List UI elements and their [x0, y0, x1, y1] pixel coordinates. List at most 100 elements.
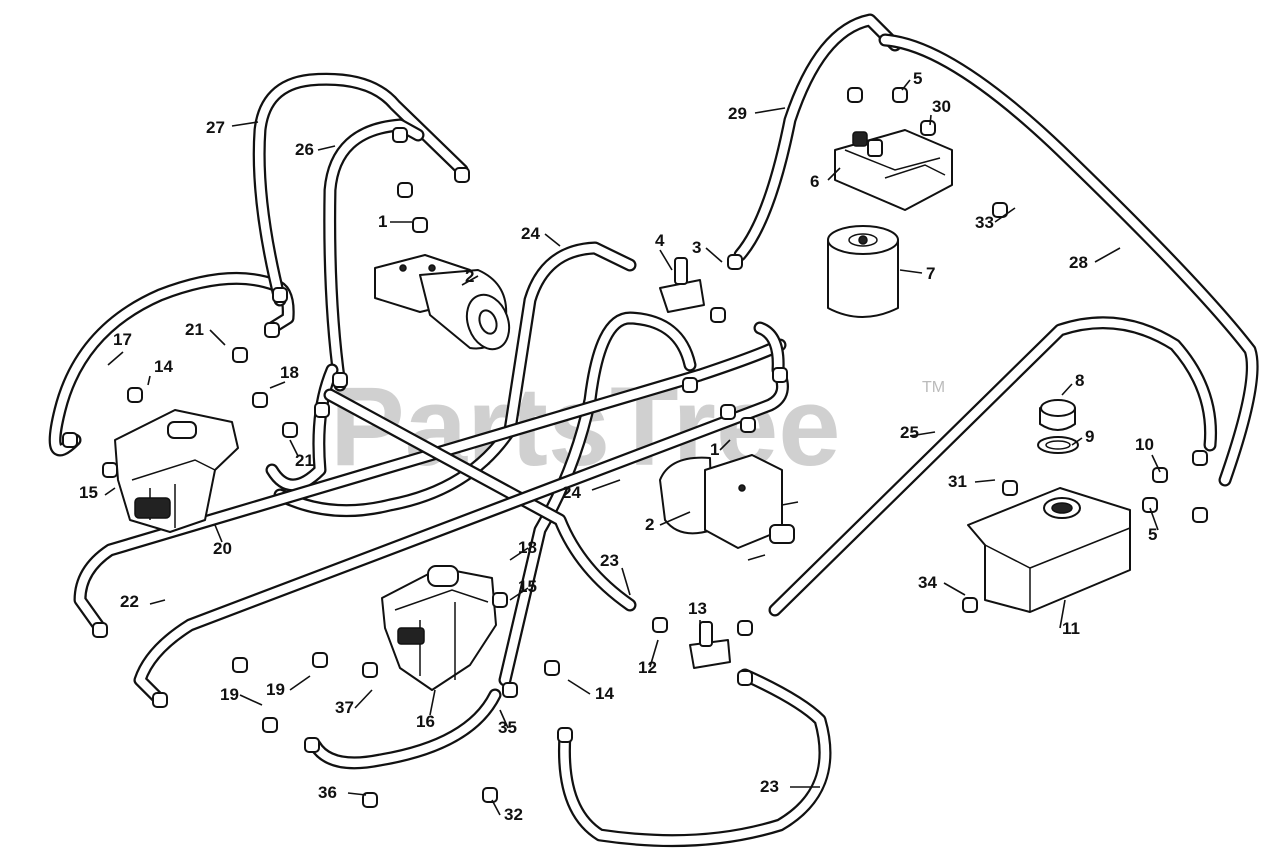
callout-8: 8 [1075, 371, 1084, 390]
tee-fitting-upper [659, 257, 705, 313]
fitting [454, 167, 470, 183]
fitting [332, 372, 348, 388]
fitting [92, 622, 108, 638]
leader-line [974, 479, 996, 483]
leader-line [107, 351, 124, 366]
leader-line [1061, 383, 1073, 396]
hose-interior [254, 75, 467, 305]
svg-text:TM: TM [922, 379, 945, 396]
fitting [392, 127, 408, 143]
hose-interior [135, 323, 787, 705]
leader-line [214, 524, 223, 543]
callout-25: 25 [900, 423, 919, 442]
fittings [62, 87, 1208, 808]
fitting [127, 387, 143, 403]
callout-32: 32 [504, 805, 523, 824]
leader-line [929, 114, 932, 126]
leader-line [901, 79, 911, 91]
fitting [102, 462, 118, 478]
leader-line [649, 639, 659, 668]
fitting [362, 792, 378, 808]
leader-line [347, 792, 367, 796]
fitting [492, 592, 508, 608]
fitting [312, 652, 328, 668]
components [62, 87, 1208, 808]
leader-line [1071, 437, 1083, 446]
watermark: PartsTree TM [330, 364, 945, 489]
callout-30: 30 [932, 97, 951, 116]
callout-36: 36 [318, 783, 337, 802]
fitting [772, 367, 788, 383]
tee-fitting-lower [689, 621, 731, 669]
fitting [557, 727, 573, 743]
leader-line [491, 799, 501, 816]
leader-line [231, 121, 259, 127]
fitting [1152, 467, 1168, 483]
leader-line [705, 247, 723, 263]
steering-motor-upper [374, 254, 511, 351]
leader-line [544, 233, 561, 247]
leader-line [149, 599, 166, 605]
fitting [892, 87, 908, 103]
callout-23-upper: 23 [600, 551, 619, 570]
fitting [1142, 497, 1158, 513]
leader-line [269, 381, 286, 389]
callout-29: 27 [206, 118, 225, 137]
callout-35: 35 [498, 718, 517, 737]
fitting [232, 657, 248, 673]
fitting [482, 787, 498, 803]
callout-15-left: 15 [79, 483, 98, 502]
leader-line [354, 689, 373, 709]
fitting [502, 682, 518, 698]
leader-line [209, 329, 226, 346]
callout-33: 33 [975, 213, 994, 232]
callout-16-left: 17 [113, 330, 132, 349]
fitting [544, 660, 560, 676]
callout-21-upper: 21 [185, 320, 204, 339]
fitting [272, 287, 288, 303]
callout-1-upper: 1 [378, 212, 387, 231]
leader-line [994, 207, 1016, 223]
callout-3: 3 [692, 238, 701, 257]
callout-27: 29 [728, 104, 747, 123]
callout-13: 13 [688, 599, 707, 618]
callout-11: 11 [1062, 619, 1080, 638]
fitting [62, 432, 78, 448]
fitting [232, 347, 248, 363]
hydraulic-pump-center [381, 565, 497, 691]
callout-5-upper: 5 [913, 69, 922, 88]
callout-21-lower: 21 [295, 451, 314, 470]
fitting [920, 120, 936, 136]
hose-interior [325, 390, 635, 610]
callout-23-lower: 23 [760, 777, 779, 796]
leader-line [509, 547, 529, 561]
callout-14-left: 14 [154, 357, 173, 376]
hose-interior [325, 120, 423, 390]
hose-interior [770, 318, 1215, 615]
leader-line [429, 689, 436, 716]
fitting [1192, 507, 1208, 523]
callout-4: 4 [655, 231, 665, 250]
fitting [1002, 480, 1018, 496]
fitting [992, 202, 1008, 218]
callout-19: 19 [220, 685, 239, 704]
callout-6: 6 [810, 172, 819, 191]
callout-24-lower: 24 [562, 483, 581, 502]
fitting [264, 322, 280, 338]
leader-line [591, 479, 621, 491]
fitting [720, 404, 736, 420]
callout-18-lower: 19 [266, 680, 285, 699]
leader-line [239, 694, 263, 706]
callout-26: 28 [1069, 253, 1088, 272]
leader-line [317, 145, 336, 151]
fitting [737, 620, 753, 636]
callout-2-upper: 2 [465, 267, 474, 286]
callout-28: 26 [295, 140, 314, 159]
callout-24-upper: 24 [521, 224, 540, 243]
leader-line [754, 107, 786, 114]
callout-14-center: 14 [595, 684, 614, 703]
leader-line [943, 582, 966, 596]
fitting [314, 402, 330, 418]
leader-line [1059, 599, 1066, 629]
